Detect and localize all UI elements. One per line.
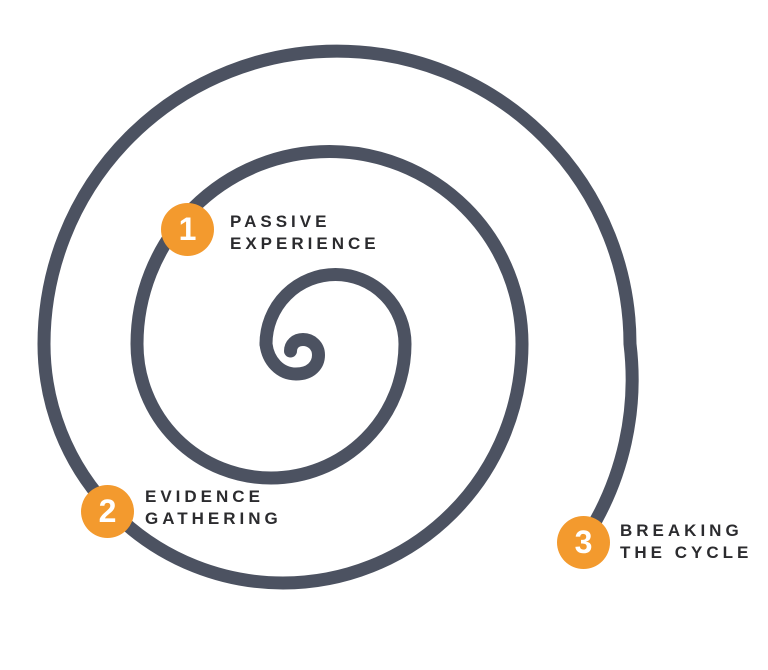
step-number-3: 3 [574,523,593,560]
step-label-1-line1: PASSIVE [230,212,331,231]
step-label-1: PASSIVE EXPERIENCE [230,211,380,255]
step-number-2: 2 [98,492,117,529]
spiral-hook-curve [259,332,326,381]
step-label-2-line2: GATHERING [145,509,282,528]
step-label-3-line2: THE CYCLE [620,543,753,562]
step-label-1-line2: EXPERIENCE [230,234,380,253]
spiral-curve [37,44,639,590]
step-label-2: EVIDENCE GATHERING [145,486,282,530]
step-label-2-line1: EVIDENCE [145,487,264,506]
step-number-1: 1 [178,210,197,247]
step-label-3-line1: BREAKING [620,521,743,540]
step-badge-2: 2 [81,485,134,538]
step-label-3: BREAKING THE CYCLE [620,520,752,564]
step-badge-1: 1 [161,203,214,256]
step-badge-3: 3 [557,516,610,569]
